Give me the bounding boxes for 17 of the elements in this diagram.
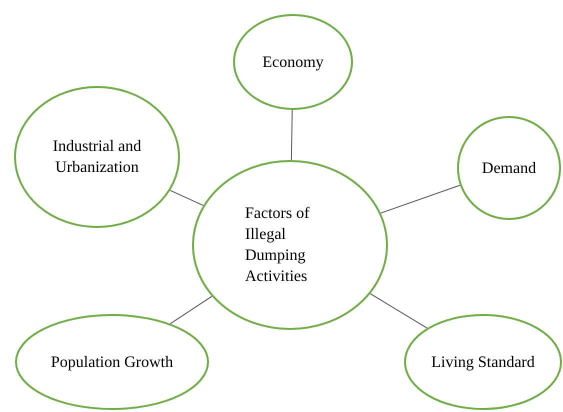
connector-line	[380, 184, 460, 214]
ellipse-node	[15, 314, 209, 410]
node-label: Demand	[480, 158, 538, 178]
connector-line	[170, 190, 204, 206]
node-label: Population Growth	[50, 352, 174, 372]
node-label: Living Standard	[430, 352, 536, 372]
ellipse-node	[233, 14, 353, 110]
connector-line	[290, 110, 293, 160]
node-label: Economy	[261, 52, 325, 72]
connector-line	[170, 296, 212, 324]
ellipse-node	[14, 86, 180, 228]
ellipse-node	[192, 160, 388, 330]
ellipse-node	[457, 116, 561, 220]
ellipse-node	[404, 314, 562, 410]
connector-line	[370, 293, 428, 329]
node-label: Industrial and Urbanization	[52, 137, 142, 178]
node-label: Factors of Illegal Dumping Activities	[245, 204, 310, 287]
